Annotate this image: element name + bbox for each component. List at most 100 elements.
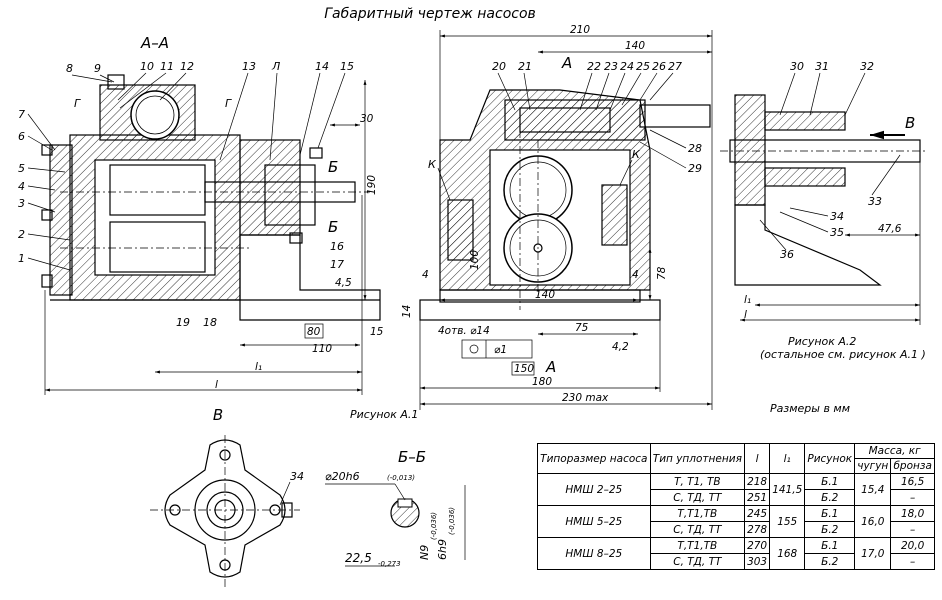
relief-valve [504,99,646,141]
left-cover [49,144,73,296]
cell-seal: С, ТД, ТТ [649,553,746,570]
drawing-title: Габаритный чертеж насосов [324,6,536,22]
units-note: Размеры в мм [770,402,850,415]
cell-l: 251 [744,489,771,506]
dimension-47-6: 47,6 [878,223,902,235]
table-row: С, ТД, ТТ 303 Б.2 – [538,553,935,570]
callout-label: 34 [830,210,844,223]
cell-size: НМШ 2–25 [537,473,651,506]
dimension-22-5: 22,5 [345,551,372,565]
callout-label: 15 [340,60,354,73]
cell-seal: Т,Т1,ТВ [649,505,746,522]
dimension-15: 15 [370,326,384,338]
header-l: l [744,443,771,474]
cell-figure: Б.2 [804,489,856,506]
view-v: В 34 [150,406,304,590]
cell-l: 245 [744,505,771,522]
callout-label: 17 [330,258,344,271]
header-bronze: бронза [890,458,935,474]
keyway-n9-tol: (-0,036) [430,512,438,540]
shaft-diameter: ⌀20h6 [325,470,360,483]
callout-label: 5 [18,162,25,175]
position-tolerance: ⌀1 [494,344,507,356]
cell-seal: Т,Т1,ТВ [649,537,746,554]
callout-label: 12 [180,60,194,73]
callout-label: 8 [66,62,73,75]
shaft-tolerance: (-0,013) [387,474,415,482]
cell-figure: Б.2 [804,553,856,570]
cell-figure: Б.2 [804,521,856,538]
header-seal: Тип уплотнения [649,443,746,474]
cell-size: НМШ 8–25 [537,537,651,570]
drive-shaft [204,181,356,203]
cell-seal: Т, Т1, ТВ [649,473,746,490]
table-row: НМШ 8–25 Т,Т1,ТВ 270 168 Б.1 17,0 20,0 [537,537,935,570]
header-cast-iron: чугун [854,458,892,474]
dimension-4-2: 4,2 [612,341,629,353]
section-label-bb: Б–Б [398,448,426,466]
cell-cast: 17,0 [854,537,892,570]
callout-label: 11 [160,60,174,73]
callout-label: К [632,148,641,161]
dimension-4-left: 4 [422,269,429,281]
port-right [601,184,628,246]
cell-bronze: 18,0 [890,505,935,522]
callout-label: 16 [330,240,344,253]
callout-label: 14 [315,60,329,73]
dimension-80: 80 [307,326,321,338]
cell-cast: 15,4 [854,473,892,506]
section-view-aa: А–А 1 2 3 4 [18,34,418,421]
base-plate [419,299,661,321]
callout-label: 7 [18,108,25,121]
cell-figure: Б.1 [804,537,856,554]
cell-figure: Б.1 [804,473,856,490]
callout-label: 30 [790,60,804,73]
callout-label: 26 [652,60,666,73]
callout-label: Г [74,97,81,110]
callout-label: 32 [860,60,874,73]
callout-label: 1 [18,252,25,265]
cell-seal: С, ТД, ТТ [649,489,746,506]
callout-label: Г [225,97,232,110]
dimension-l: l [215,379,218,391]
header-figure: Рисунок [804,443,856,474]
callout-label: 3 [18,197,25,210]
section-view-bb: Б–Б ⌀20h6 (-0,013) 22,5 -0,273 N9 (-0,03… [325,448,466,568]
dimension-14: 14 [401,305,413,318]
dimension-30: 30 [360,113,374,125]
callout-label: 21 [518,60,532,73]
dimension-180: 180 [532,376,552,388]
callout-label: 6 [18,130,25,143]
keyway-n9: N9 [418,545,431,560]
dimension-22-5-tol: -0,273 [378,560,401,568]
callout-label: 29 [688,162,702,175]
figure-caption-2-note: (остальное см. рисунок А.1 ) [760,348,926,361]
dimension-230-max: 230 max [562,392,609,404]
dimension-4-right: 4 [632,269,639,281]
view-arrow-v: В [905,114,915,132]
seal-housing [239,139,301,236]
cell-bronze: – [890,521,935,538]
callout-label: 2 [18,228,25,241]
cell-bronze: 20,0 [890,537,935,554]
callout-label: 27 [668,60,682,73]
header-size: Типоразмер насоса [537,443,651,474]
view-label-v: В [213,406,223,424]
table-row: НМШ 2–25 Т, Т1, ТВ 218 141,5 Б.1 15,4 16… [537,473,935,506]
callout-label: 4 [18,180,25,193]
holes-note: 4отв. ⌀14 [438,325,490,337]
callout-label: 13 [242,60,256,73]
header-mass: Масса, кг [854,443,935,459]
cell-cast: 16,0 [854,505,892,538]
section-label-aa: А–А [140,34,169,52]
cell-size: НМШ 5–25 [537,505,651,538]
dimension-110: 110 [312,343,332,355]
section-arrow-b: Б [328,218,338,236]
callout-label: 25 [636,60,650,73]
section-arrow-a: А [561,54,572,72]
packing-top [764,111,846,131]
callout-label: 36 [780,248,794,261]
cell-l1: 141,5 [769,473,806,506]
cell-l: 270 [744,537,771,554]
cell-l: 278 [744,521,771,538]
